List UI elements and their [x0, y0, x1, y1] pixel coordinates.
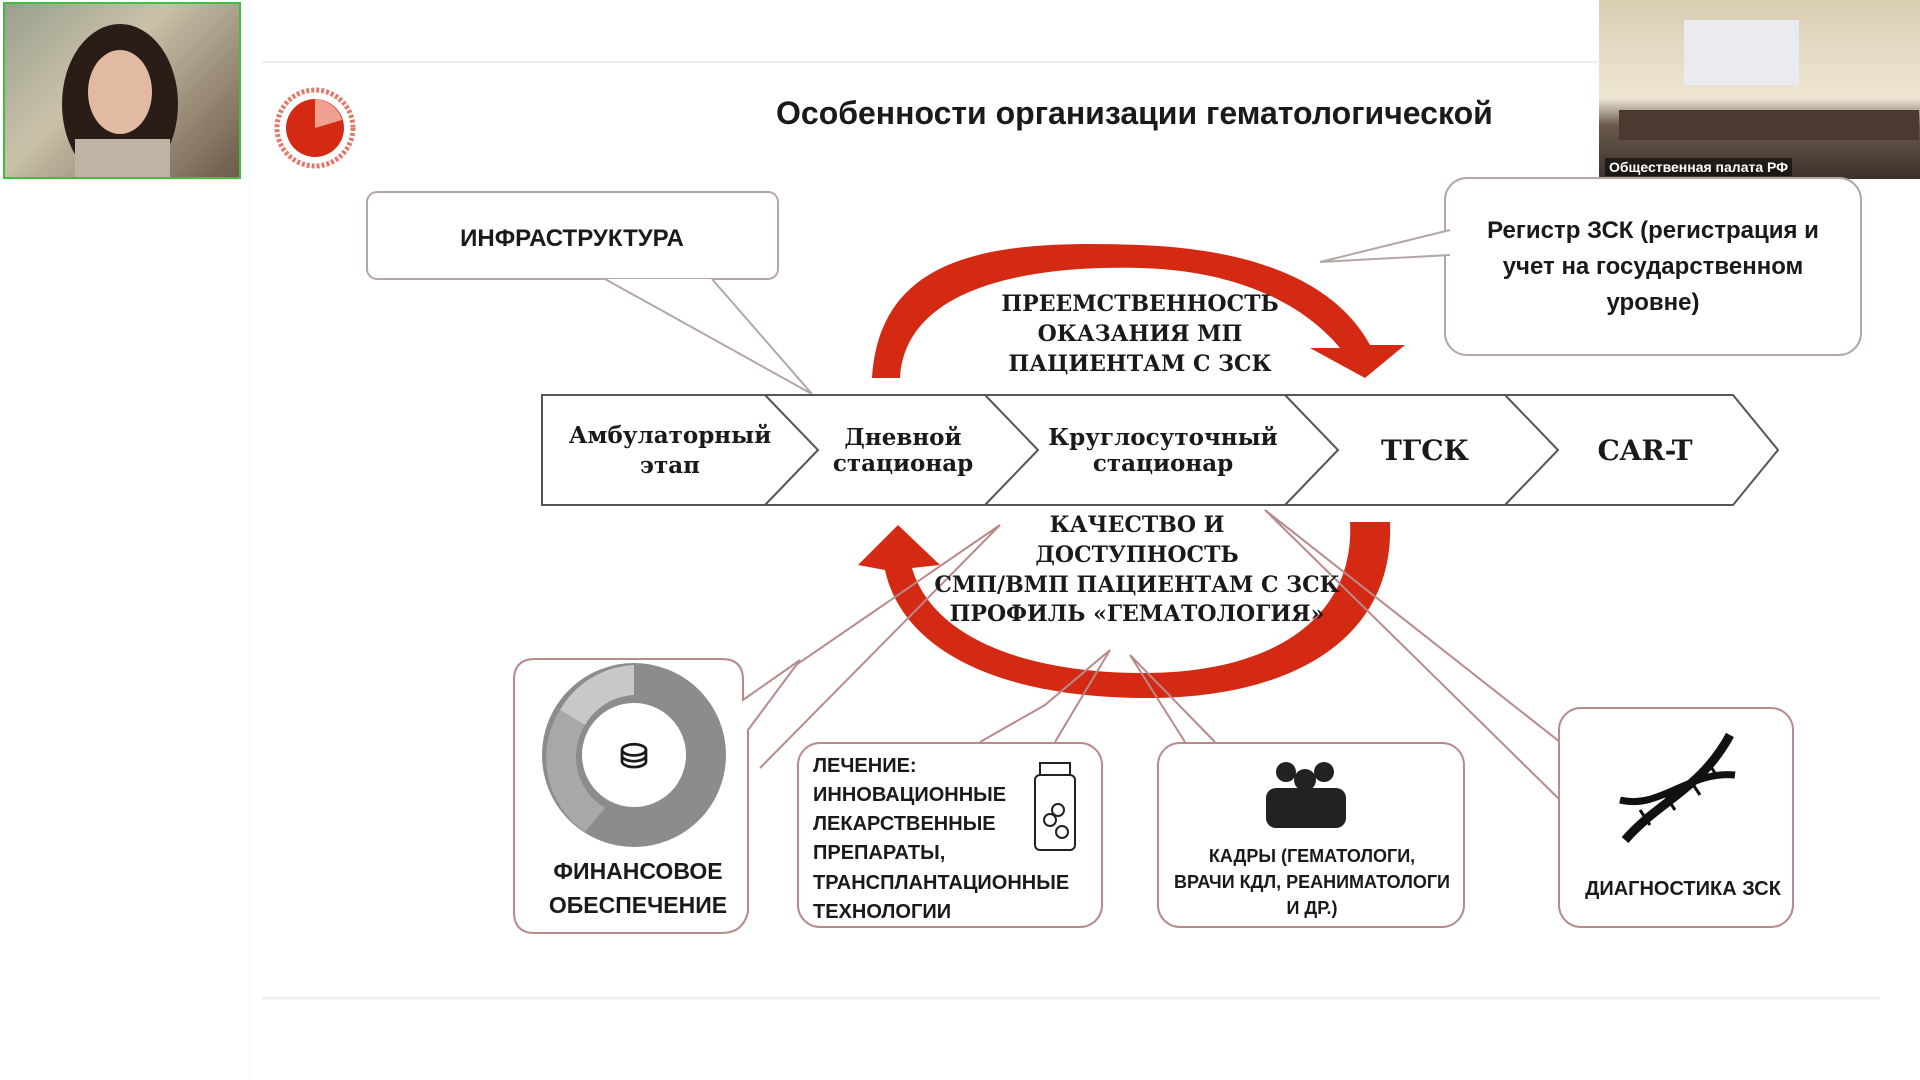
stage-4-label: ТГСК — [1381, 434, 1469, 467]
stage-3-label: Круглосуточный — [1048, 424, 1277, 451]
svg-text:ПАЦИЕНТАМ С ЗСК: ПАЦИЕНТАМ С ЗСК — [1008, 351, 1271, 377]
svg-text:ОБЕСПЕЧЕНИЕ: ОБЕСПЕЧЕНИЕ — [549, 892, 727, 918]
participant-avatar — [62, 24, 178, 177]
svg-text:ФИНАНСОВОЕ: ФИНАНСОВОЕ — [553, 858, 722, 884]
svg-text:ПРОФИЛЬ «ГЕМАТОЛОГИЯ»: ПРОФИЛЬ «ГЕМАТОЛОГИЯ» — [950, 601, 1325, 627]
stage-3-label-2: стационар — [1093, 450, 1233, 477]
svg-text:ТРАНСПЛАНТАЦИОННЫЕ: ТРАНСПЛАНТАЦИОННЫЕ — [813, 872, 1069, 894]
staff-text: КАДРЫ (ГЕМАТОЛОГИ, ВРАЧИ КДЛ, РЕАНИМАТОЛ… — [1174, 846, 1450, 918]
quality-text: КАЧЕСТВО И ДОСТУПНОСТЬ СМП/ВМП ПАЦИЕНТАМ… — [934, 512, 1339, 627]
slide-title: Особенности организации гематологической — [776, 95, 1493, 131]
finance-donut-icon: ⛁ — [542, 663, 726, 847]
stage-1-label-2: этап — [640, 452, 700, 479]
svg-text:Регистр ЗСК (регистрация и: Регистр ЗСК (регистрация и — [1487, 217, 1819, 244]
svg-text:ОКАЗАНИЯ МП: ОКАЗАНИЯ МП — [1038, 321, 1243, 347]
stage-chevrons — [541, 394, 1780, 506]
svg-text:КАЧЕСТВО И: КАЧЕСТВО И — [1050, 512, 1225, 538]
svg-text:ИННОВАЦИОННЫЕ: ИННОВАЦИОННЫЕ — [813, 784, 1006, 806]
doctors-icon — [1266, 762, 1346, 828]
pill-bottle-icon — [1034, 762, 1076, 851]
video-tile-label: Общественная палата РФ — [1605, 158, 1793, 176]
svg-text:ЛЕЧЕНИЕ:: ЛЕЧЕНИЕ: — [813, 755, 917, 777]
dna-icon — [1619, 732, 1736, 843]
svg-text:ПРЕПАРАТЫ,: ПРЕПАРАТЫ, — [813, 842, 945, 864]
svg-text:ПРЕЕМСТВЕННОСТЬ: ПРЕЕМСТВЕННОСТЬ — [1001, 291, 1278, 317]
svg-text:КАДРЫ (ГЕМАТОЛОГИ,: КАДРЫ (ГЕМАТОЛОГИ, — [1209, 846, 1415, 866]
stage-1-label: Амбулаторный — [569, 422, 772, 449]
participant-video-right[interactable]: Общественная палата РФ — [1599, 0, 1920, 179]
svg-text:учет на государственном: учет на государственном — [1503, 253, 1804, 280]
diagnostics-label: ДИАГНОСТИКА ЗСК — [1585, 878, 1782, 900]
svg-text:ТЕХНОЛОГИИ: ТЕХНОЛОГИИ — [813, 901, 951, 923]
svg-text:уровне): уровне) — [1607, 289, 1700, 316]
svg-text:ЛЕКАРСТВЕННЫЕ: ЛЕКАРСТВЕННЫЕ — [813, 813, 996, 835]
registry-text: Регистр ЗСК (регистрация и учет на госуд… — [1487, 217, 1819, 316]
svg-text:И ДР.): И ДР.) — [1286, 898, 1337, 918]
logo-icon — [274, 87, 356, 169]
stage-5-label: CAR-T — [1597, 434, 1692, 467]
treatment-text: ЛЕЧЕНИЕ: ИННОВАЦИОННЫЕ ЛЕКАРСТВЕННЫЕ ПРЕ… — [813, 755, 1069, 923]
infrastructure-label: ИНФРАСТРУКТУРА — [460, 225, 684, 252]
continuity-text: ПРЕЕМСТВЕННОСТЬ ОКАЗАНИЯ МП ПАЦИЕНТАМ С … — [1001, 291, 1278, 377]
participant-video-left[interactable] — [3, 2, 241, 179]
continuity-arrow — [872, 244, 1405, 378]
svg-text:СМП/ВМП ПАЦИЕНТАМ С ЗСК: СМП/ВМП ПАЦИЕНТАМ С ЗСК — [934, 572, 1339, 598]
stage-2-label: Дневной — [844, 424, 961, 451]
quality-arrow — [858, 522, 1391, 699]
svg-text:ВРАЧИ КДЛ, РЕАНИМАТОЛОГИ: ВРАЧИ КДЛ, РЕАНИМАТОЛОГИ — [1174, 872, 1450, 892]
stage-2-label-2: стационар — [833, 450, 973, 477]
svg-text:⛁: ⛁ — [620, 738, 649, 776]
svg-text:ДОСТУПНОСТЬ: ДОСТУПНОСТЬ — [1035, 542, 1238, 568]
finance-label: ФИНАНСОВОЕ ОБЕСПЕЧЕНИЕ — [549, 858, 727, 918]
